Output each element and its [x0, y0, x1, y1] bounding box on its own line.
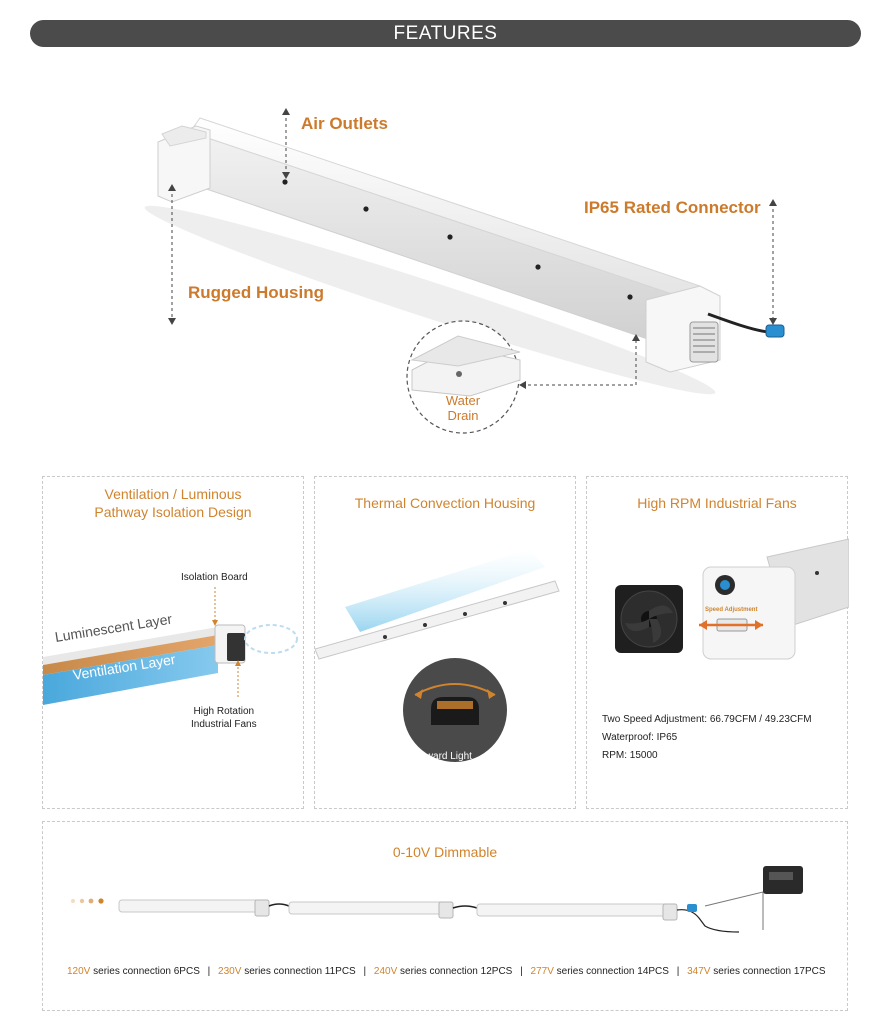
- series-light-bar: [288, 901, 444, 915]
- series-light-bar: [118, 899, 260, 913]
- fan-icon: [227, 633, 245, 661]
- series-separator: |: [520, 966, 523, 977]
- air-outlet-hole: [363, 206, 369, 212]
- isolation-board-label: Isolation Board: [181, 572, 248, 583]
- isolation-design-title: Ventilation / Luminous Pathway Isolation…: [43, 485, 303, 521]
- light-bar-illustration: [144, 108, 785, 434]
- water-drain-label: Water Drain: [433, 393, 493, 423]
- air-outlet-hole: [627, 294, 633, 300]
- fans-label-line1: High Rotation: [193, 706, 255, 717]
- series-connection-list: 120V series connection 6PCS | 230V serie…: [67, 966, 826, 977]
- thermal-convection-title: Thermal Convection Housing: [354, 495, 536, 511]
- convection-diagram: [315, 549, 560, 762]
- ip65-connector-label: IP65 Rated Connector: [584, 198, 761, 217]
- series-separator: |: [676, 966, 680, 977]
- features-banner: FEATURES: [30, 20, 861, 47]
- speed-adjustment-label: Speed Adjustment: [705, 607, 758, 613]
- air-outlets-label: Air Outlets: [301, 114, 388, 133]
- series-separator: |: [363, 966, 367, 977]
- fans-label-line2: Industrial Fans: [191, 719, 257, 730]
- series-voltage-347: 347V: [687, 966, 711, 977]
- series-text-230: series connection 11PCS: [244, 966, 356, 977]
- layer-diagram: [43, 587, 298, 705]
- series-separator: |: [207, 966, 211, 977]
- high-rotation-fans-label: High Rotation Industrial Fans: [191, 705, 257, 731]
- isolation-design-panel: Ventilation / Luminous Pathway Isolation…: [42, 476, 304, 809]
- series-text-240: series connection 12PCS: [400, 966, 513, 977]
- series-connection-diagram: [71, 866, 803, 933]
- series-voltage-240: 240V: [373, 966, 398, 977]
- series-text-347: series connection 17PCS: [713, 966, 826, 977]
- dimmable-title: 0-10V Dimmable: [392, 844, 498, 860]
- industrial-fans-title: High RPM Industrial Fans: [637, 495, 797, 511]
- hero-product-figure: Air Outlets IP65 Rated Connector Rugged …: [0, 60, 874, 460]
- water-drain-line1: Water: [445, 393, 481, 408]
- mini-light-bar: [315, 580, 560, 660]
- thermal-convection-panel: Thermal Convection Housing Upward Light: [314, 476, 576, 809]
- features-title: FEATURES: [393, 23, 498, 44]
- upward-light-label: Upward Light: [413, 751, 472, 762]
- series-text-277: series connection 14PCS: [556, 966, 669, 977]
- air-outlet-hole: [282, 179, 288, 185]
- series-voltage-120: 120V: [67, 966, 91, 977]
- fan-spec-speed: Two Speed Adjustment: 66.79CFM / 49.23CF…: [602, 714, 812, 725]
- ip65-connector-icon: [765, 324, 785, 338]
- series-voltage-230: 230V: [218, 966, 242, 977]
- isolation-title-line1: Ventilation / Luminous: [104, 486, 242, 502]
- luminescent-layer-band: [43, 635, 218, 675]
- water-drain-hole-icon: [456, 371, 462, 377]
- series-text-120: series connection 6PCS: [93, 966, 200, 977]
- dimmable-panel: 0-10V Dimmable 120V series connection 6P…: [42, 821, 848, 1011]
- fan-spec-rpm: RPM: 15000: [602, 750, 658, 761]
- air-outlet-hole: [535, 264, 541, 270]
- ventilation-layer-band: [43, 645, 218, 705]
- fan-spec-waterproof: Waterproof: IP65: [602, 732, 678, 743]
- series-voltage-277: 277V: [530, 966, 554, 977]
- fan-module-diagram: [615, 538, 849, 660]
- rugged-housing-label: Rugged Housing: [188, 283, 324, 302]
- series-light-bar: [476, 903, 668, 917]
- water-drain-line2: Drain: [447, 408, 479, 423]
- air-outlet-hole: [447, 234, 453, 240]
- airflow-plume: [345, 549, 545, 632]
- isolation-title-line2: Pathway Isolation Design: [94, 504, 252, 520]
- industrial-fans-panel: High RPM Industrial Fans Speed Adjustmen…: [586, 476, 849, 809]
